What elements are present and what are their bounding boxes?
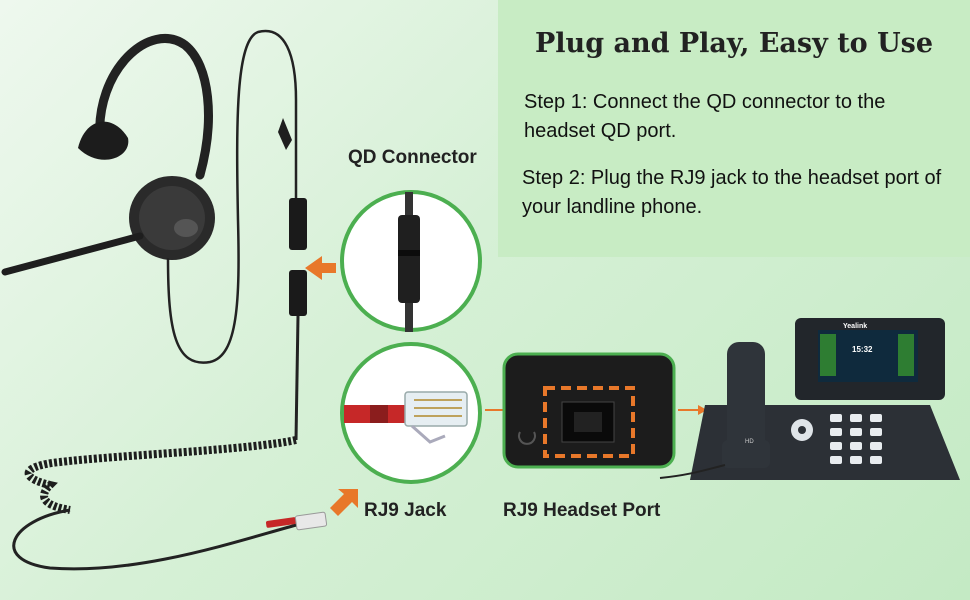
- step-1-text: Step 1: Connect the QD connector to the …: [524, 91, 886, 142]
- headset-image: [1, 29, 328, 571]
- rj9-jack-label: RJ9 Jack: [364, 500, 447, 521]
- phone-hd-mark: HD: [745, 439, 754, 445]
- phone-screen-time: 15:32: [852, 345, 873, 354]
- qd-connector-label: QD Connector: [348, 147, 477, 168]
- arrow-to-phone-icon: [678, 405, 707, 415]
- rj9-arrow-icon: [330, 489, 358, 516]
- rj9-headset-port-label: RJ9 Headset Port: [503, 500, 661, 521]
- desk-phone-image: Yealink 15:32 HD: [659, 318, 960, 480]
- rj9-jack-closeup: [340, 342, 482, 484]
- phone-brand: Yealink: [843, 323, 867, 330]
- rj9-port-closeup: [502, 352, 676, 469]
- instructions-panel: Plug and Play, Easy to Use Step 1: Conne…: [498, 0, 970, 257]
- qd-connector-closeup: [340, 190, 482, 332]
- headline: Plug and Play, Easy to Use: [535, 28, 933, 59]
- step-2-text: Step 2: Plug the RJ9 jack to the headset…: [522, 167, 942, 218]
- qd-arrow-icon: [305, 256, 336, 280]
